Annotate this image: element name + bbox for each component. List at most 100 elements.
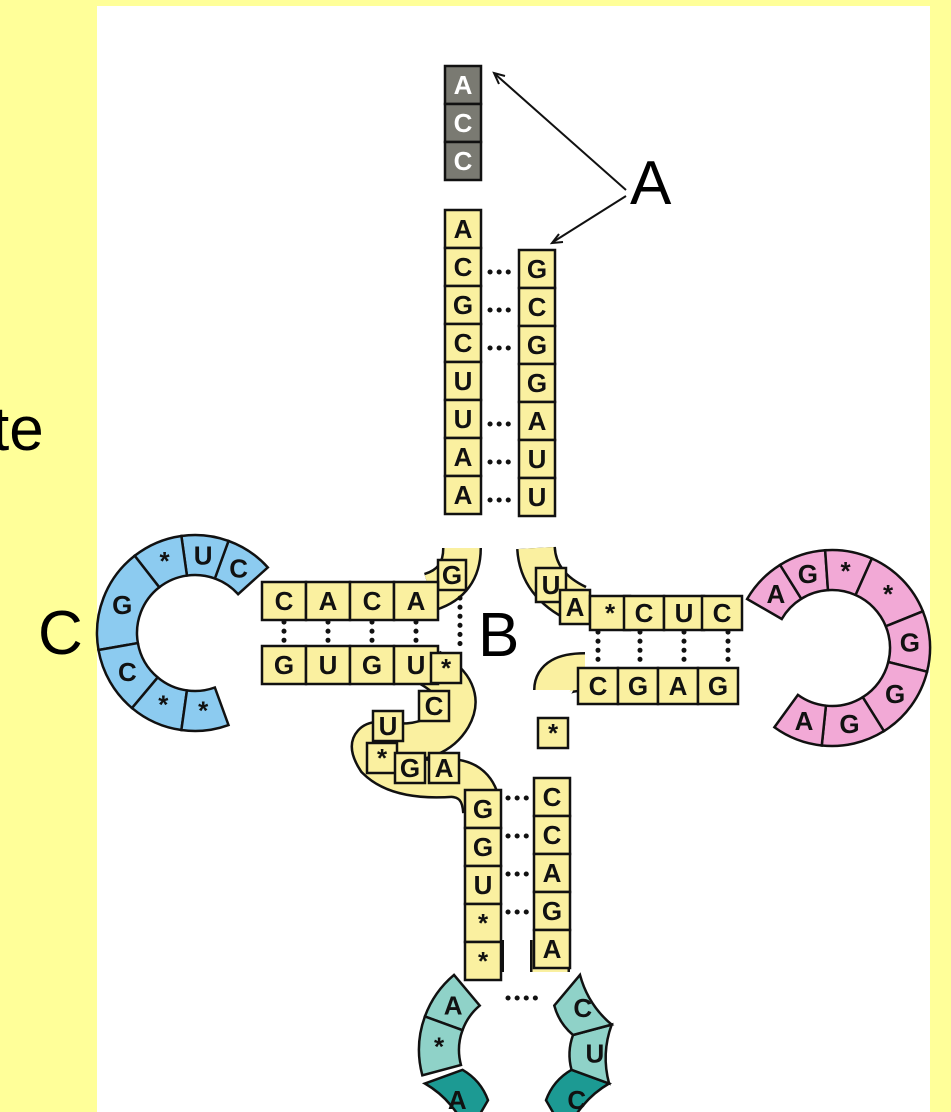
svg-text:C: C (713, 598, 732, 628)
t-arm-bottom-nucleotide: A (656, 666, 700, 706)
anticodon-3-nucleotide: A (532, 852, 572, 894)
svg-text:G: G (839, 709, 859, 739)
d-loop-nucleotide: * (132, 534, 189, 590)
acceptor-5-nucleotide: A (443, 474, 483, 516)
acceptor-5-nucleotide: C (443, 246, 483, 288)
svg-text:U: U (454, 404, 473, 434)
svg-text:A: A (319, 586, 338, 616)
acceptor-3-nucleotide: U (517, 476, 557, 518)
label-c: C (38, 599, 83, 668)
variable-loop-nucleotide: * (429, 651, 463, 685)
acceptor-3-nucleotide: G (517, 324, 557, 366)
svg-text:C: C (528, 292, 547, 322)
svg-text:C: C (229, 553, 248, 583)
svg-text:G: G (885, 679, 905, 709)
anticodon-3-nucleotide: C (532, 814, 572, 856)
anticodon-loop-nucleotide: C (552, 972, 615, 1037)
svg-text:G: G (527, 330, 547, 360)
variable-loop-nucleotide: G (393, 751, 427, 785)
acceptor-5-nucleotide: A (443, 208, 483, 250)
acceptor-3-nucleotide: C (517, 286, 557, 328)
hinge-left-nucleotide: G (436, 558, 468, 592)
svg-text:G: G (628, 671, 648, 701)
anticodon-5-nucleotide: G (463, 826, 503, 868)
svg-text:G: G (274, 650, 294, 680)
acceptor-3-nucleotide: G (517, 248, 557, 290)
svg-text:A: A (454, 214, 473, 244)
anticodon-loop-nucleotide: U (568, 1022, 614, 1086)
svg-text:C: C (454, 146, 473, 176)
anticodon-3-nucleotide: A (532, 928, 572, 970)
d-arm-bottom-nucleotide: G (260, 644, 308, 686)
svg-text:A: A (795, 706, 814, 736)
acceptor-5-nucleotide: U (443, 360, 483, 402)
t-arm-top-nucleotide: C (700, 594, 744, 632)
svg-text:A: A (767, 579, 786, 609)
anticodon-loop-nucleotide: A (421, 1068, 490, 1112)
variable-loop-nucleotide: A (427, 751, 461, 785)
variable-right-nucleotide: * (536, 716, 570, 750)
svg-text:U: U (319, 650, 338, 680)
d-arm-bottom-nucleotide: U (304, 644, 352, 686)
svg-text:G: G (798, 559, 818, 589)
acceptor-end-nucleotide: A (443, 64, 483, 106)
svg-text:U: U (407, 650, 426, 680)
svg-text:U: U (528, 444, 547, 474)
d-loop-nucleotide: U (179, 533, 231, 581)
d-arm-bottom-nucleotide: G (348, 644, 396, 686)
t-arm-bottom-nucleotide: G (696, 666, 740, 706)
svg-text:C: C (567, 1085, 586, 1112)
anticodon-loop-nucleotide: A (423, 973, 482, 1032)
svg-text:G: G (473, 832, 493, 862)
svg-text:C: C (543, 782, 562, 812)
svg-text:*: * (883, 579, 894, 609)
svg-text:C: C (573, 993, 592, 1023)
t-arm-bottom-nucleotide: C (576, 666, 620, 706)
svg-text:*: * (478, 908, 489, 938)
svg-text:U: U (454, 366, 473, 396)
svg-text:A: A (528, 406, 547, 436)
svg-text:C: C (635, 598, 654, 628)
anticodon-5-nucleotide: * (463, 902, 503, 944)
svg-text:G: G (527, 368, 547, 398)
arrowhead-acceptor-3 (549, 233, 564, 245)
svg-text:A: A (407, 586, 426, 616)
svg-text:A: A (454, 480, 473, 510)
svg-text:G: G (527, 254, 547, 284)
anticodon-3-nucleotide: G (532, 890, 572, 932)
svg-text:U: U (542, 570, 561, 600)
d-arm-top-nucleotide: C (260, 580, 308, 622)
t-arm-top-nucleotide: A (558, 588, 592, 626)
variable-loop-nucleotide: C (417, 689, 451, 723)
svg-text:C: C (275, 586, 294, 616)
acceptor-5-nucleotide: U (443, 398, 483, 440)
svg-text:U: U (586, 1038, 605, 1068)
svg-text:A: A (448, 1085, 467, 1112)
d-loop-nucleotide: * (179, 685, 231, 733)
svg-text:C: C (454, 252, 473, 282)
d-loop-nucleotide: G (95, 554, 162, 652)
t-arm-top-nucleotide: C (622, 594, 666, 632)
svg-text:*: * (548, 718, 559, 748)
svg-text:U: U (194, 540, 213, 570)
svg-text:*: * (434, 1032, 445, 1062)
svg-text:*: * (377, 743, 388, 773)
svg-text:A: A (435, 753, 454, 783)
acceptor-5-nucleotide: A (443, 436, 483, 478)
acceptor-end-nucleotide: C (443, 140, 483, 182)
svg-text:A: A (444, 990, 463, 1020)
t-arm-top-nucleotide: U (662, 594, 706, 632)
svg-text:*: * (478, 946, 489, 976)
anticodon-loop-nucleotide: * (417, 1014, 465, 1077)
base-pairs (281, 269, 731, 1001)
anticodon-3-nucleotide: C (532, 776, 572, 818)
svg-text:G: G (542, 896, 562, 926)
svg-text:A: A (454, 442, 473, 472)
partial-word: te (0, 395, 44, 464)
acceptor-3-nucleotide: U (517, 438, 557, 480)
svg-text:A: A (669, 671, 688, 701)
acceptor-end-nucleotide: C (443, 102, 483, 144)
svg-text:A: A (543, 858, 562, 888)
